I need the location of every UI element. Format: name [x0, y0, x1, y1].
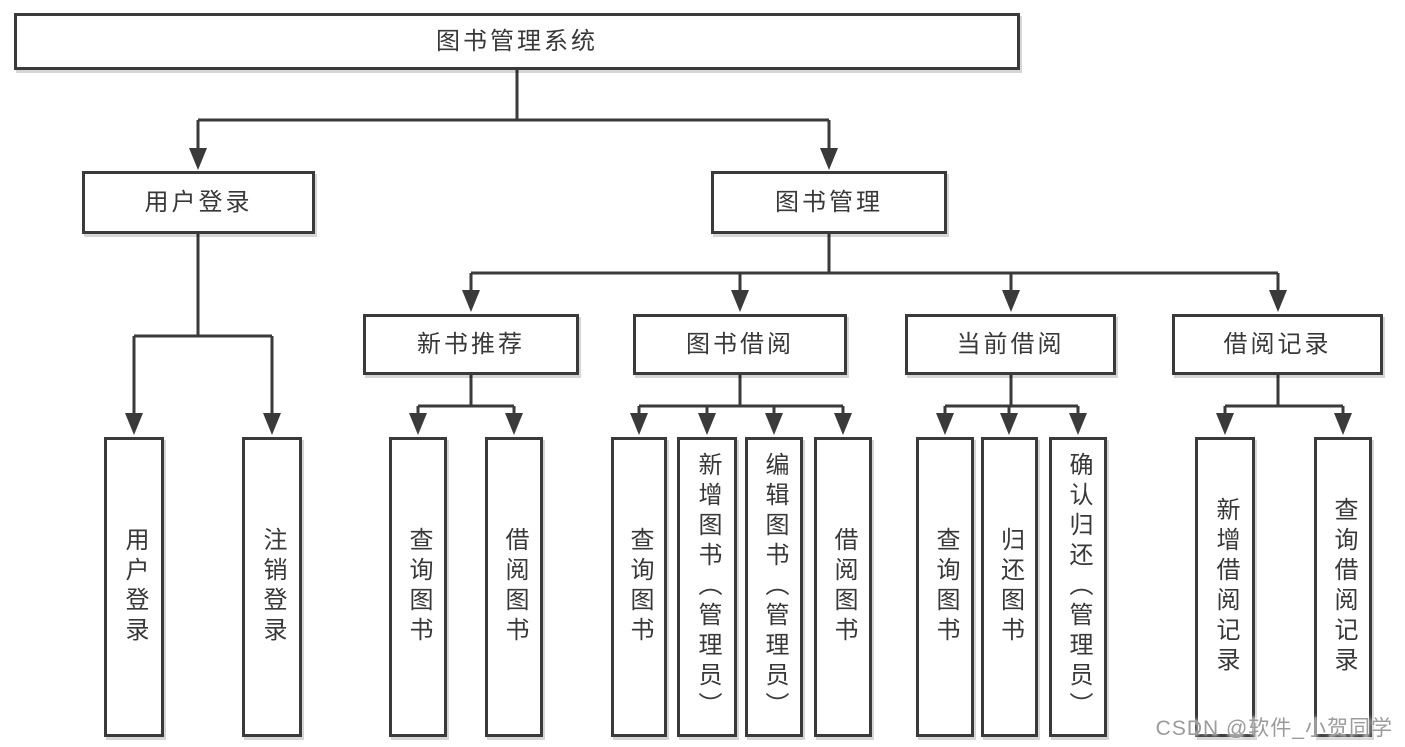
leaf-borrow-book-recommend-label: 借阅图书: [501, 527, 528, 647]
csdn-watermark: CSDN @软件_小贺同学: [1155, 717, 1393, 740]
leaf-return-book-label: 归还图书: [996, 527, 1024, 647]
leaf-logout-label: 注销登录: [259, 527, 286, 647]
leaf-edit-book-admin: 编辑图书（管理员）: [745, 437, 803, 737]
node-book-management-label: 图书管理: [775, 188, 883, 216]
node-library-system-label: 图书管理系统: [436, 27, 598, 55]
leaf-query-book-borrow-label: 查询图书: [626, 527, 653, 647]
node-new-book-recommend-label: 新书推荐: [417, 330, 525, 358]
node-library-system: 图书管理系统: [14, 13, 1020, 70]
leaf-query-borrow-record: 查询借阅记录: [1314, 437, 1372, 737]
leaf-add-borrow-record-label: 新增借阅记录: [1212, 497, 1239, 677]
leaf-logout: 注销登录: [242, 437, 302, 737]
node-user-login: 用户登录: [82, 171, 315, 234]
node-current-borrow-label: 当前借阅: [956, 330, 1065, 358]
node-book-borrow: 图书借阅: [633, 314, 847, 375]
node-current-borrow: 当前借阅: [905, 314, 1116, 375]
node-borrow-records-label: 借阅记录: [1223, 330, 1332, 358]
leaf-query-book-current: 查询图书: [916, 437, 974, 737]
leaf-add-borrow-record: 新增借阅记录: [1195, 437, 1255, 737]
leaf-query-book-recommend: 查询图书: [389, 437, 447, 737]
leaf-user-login-label: 用户登录: [121, 527, 148, 647]
node-book-borrow-label: 图书借阅: [686, 330, 794, 358]
node-new-book-recommend: 新书推荐: [363, 314, 579, 375]
leaf-user-login: 用户登录: [104, 437, 164, 737]
node-book-management: 图书管理: [711, 171, 947, 234]
leaf-query-book-borrow: 查询图书: [611, 437, 667, 737]
arrowheads: [125, 148, 1352, 435]
node-user-login-label: 用户登录: [144, 188, 253, 216]
leaf-borrow-book: 借阅图书: [814, 437, 872, 737]
leaf-query-borrow-record-label: 查询借阅记录: [1330, 497, 1357, 677]
leaf-add-book-admin: 新增图书（管理员）: [677, 437, 737, 737]
leaf-borrow-book-label: 借阅图书: [830, 527, 857, 647]
leaf-query-book-recommend-label: 查询图书: [405, 527, 432, 647]
leaf-edit-book-admin-label: 编辑图书（管理员）: [761, 452, 788, 722]
leaf-return-book: 归还图书: [981, 437, 1038, 737]
leaf-add-book-admin-label: 新增图书（管理员）: [694, 452, 721, 722]
leaf-confirm-return-admin-label: 确认归还（管理员）: [1065, 452, 1092, 722]
leaf-borrow-book-recommend: 借阅图书: [485, 437, 543, 737]
leaf-confirm-return-admin: 确认归还（管理员）: [1049, 437, 1107, 737]
leaf-query-book-current-label: 查询图书: [932, 527, 959, 647]
node-borrow-records: 借阅记录: [1172, 314, 1383, 375]
